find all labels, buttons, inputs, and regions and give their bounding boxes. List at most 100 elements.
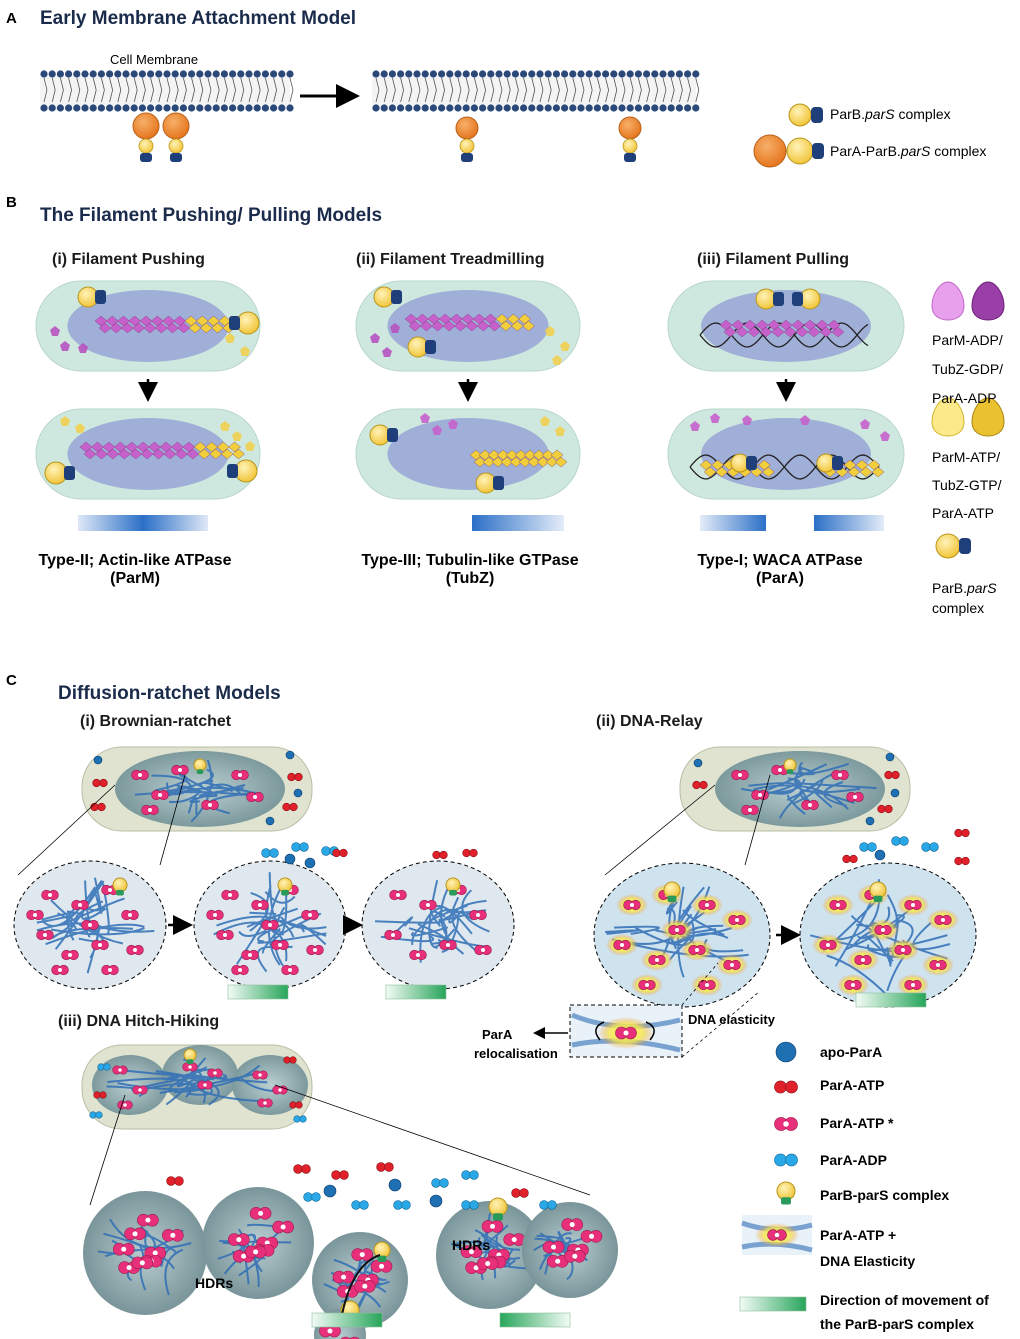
- zoom-circle-c2-1: [593, 862, 771, 1008]
- direction-arrow-b3-right: [814, 515, 884, 531]
- direction-arrow-c3-left: [311, 1312, 383, 1328]
- subpanel-b3-title: (iii) Filament Pulling: [697, 251, 849, 268]
- direction-arrow-c3-right: [499, 1312, 571, 1328]
- direction-arrow-b3-left: [700, 515, 766, 531]
- zoom-line-c2-right: [744, 774, 771, 866]
- cell-b3-top: [667, 280, 905, 372]
- legend-c-parb-pars: ParB-parS complex: [820, 1187, 950, 1203]
- para-parb-complex-right-1: [455, 116, 479, 162]
- parb-icon: [234, 459, 258, 483]
- legend-c-elasticity: ParA-ATP + DNA Elasticity: [820, 1227, 916, 1269]
- panel-c-title: Diffusion-ratchet Models: [58, 683, 281, 704]
- cell-c2-top: [679, 746, 911, 832]
- zoom-line-c3-left: [89, 1094, 126, 1206]
- dna-elasticity-inset: [569, 1004, 683, 1058]
- pars-icon: [229, 316, 240, 330]
- zoom-line-c3-right: [274, 1084, 591, 1196]
- panel-a-title: Early Membrane Attachment Model: [40, 8, 357, 29]
- panel-b-title: The Filament Pushing/ Pulling Models: [40, 205, 383, 226]
- cell-b2-top: [355, 280, 581, 372]
- legend-b-icons: [931, 281, 1005, 559]
- panel-c-letter: C: [6, 672, 17, 689]
- para-parb-complex-left-2: [162, 112, 190, 162]
- hdr-blob-2: [202, 1187, 314, 1299]
- parm-atp-dark-icon: [971, 397, 1005, 437]
- legend-b-parb: ParB.parS complex: [932, 580, 997, 616]
- zoom-line-c2-left: [604, 784, 716, 876]
- membrane-left: [40, 70, 294, 112]
- legend-c-icons: [739, 1041, 813, 1312]
- pars-icon: [773, 292, 784, 306]
- parm-atp-light-icon: [931, 397, 965, 437]
- para-parb-complex-left-1: [132, 112, 160, 162]
- zoom-line-c1-left: [17, 784, 116, 876]
- legend-a-item-1: ParB.parS complex: [830, 106, 951, 122]
- pars-icon: [425, 340, 436, 354]
- subpanel-c1-title: (i) Brownian-ratchet: [80, 713, 232, 730]
- subpanel-b2-title: (ii) Filament Treadmilling: [356, 251, 545, 268]
- inset-guide-2: [681, 990, 761, 1058]
- pars-icon: [64, 466, 75, 480]
- legend-a-item-2: ParA-ParB.parS complex: [830, 143, 987, 159]
- zoom-circle-c1-3: [361, 860, 515, 990]
- legend-c-apo-para: apo-ParA: [820, 1044, 883, 1060]
- panel-a-letter: A: [6, 10, 17, 27]
- cell-b2-bottom: [355, 408, 581, 500]
- membrane-right: [372, 70, 700, 112]
- direction-arrow-c2: [855, 992, 927, 1008]
- pars-icon: [391, 290, 402, 304]
- caption-b3: Type-I; WACA ATPase (ParA): [697, 552, 863, 587]
- direction-legend-icon: [739, 1296, 807, 1312]
- parm-adp-dark-icon: [971, 281, 1005, 321]
- cell-c1-top: [81, 746, 313, 832]
- dna-elasticity-label: DNA elasticity: [688, 1012, 775, 1027]
- pars-icon: [493, 476, 504, 490]
- parm-adp-light-icon: [931, 281, 965, 321]
- legend-c-para-atp-star: ParA-ATP *: [820, 1115, 894, 1131]
- panel-b-letter: B: [6, 194, 17, 211]
- caption-b2: Type-III; Tubulin-like GTPase (TubZ): [361, 552, 579, 587]
- legend-b-atp: ParM-ATP/ TubZ-GTP/ ParA-ATP: [932, 449, 1002, 521]
- panel-c-diagram: [13, 746, 977, 1339]
- subpanel-c3-title: (iii) DNA Hitch-Hiking: [58, 1013, 220, 1030]
- cell-membrane-label: Cell Membrane: [110, 52, 199, 67]
- para-relocalisation-label-2: relocalisation: [474, 1046, 558, 1061]
- direction-arrow-b1: [78, 515, 208, 531]
- cell-b1-bottom: [35, 408, 261, 500]
- cell-c3-top: [81, 1044, 313, 1130]
- panel-b-diagram: [35, 280, 905, 531]
- hdrs-label-left: HDRs: [195, 1275, 234, 1291]
- caption-b1: Type-II; Actin-like ATPase (ParM): [38, 552, 232, 587]
- elasticity-legend-icon: [741, 1215, 813, 1255]
- direction-arrow-c1-b: [385, 984, 447, 1000]
- hdr-blob-4: [436, 1201, 544, 1309]
- zoom-line-c1-right: [159, 774, 186, 866]
- zoom-circle-c1-2: [193, 860, 347, 990]
- para-parb-complex-right-2: [618, 116, 642, 162]
- direction-arrow-c1-a: [227, 984, 289, 1000]
- parb-pars-b-legend-icon: [935, 533, 971, 559]
- parb-pars-legend-icon: [788, 103, 823, 127]
- para-parb-pars-legend-icon: [753, 134, 824, 168]
- legend-c-para-adp: ParA-ADP: [820, 1152, 887, 1168]
- parb-icon: [236, 311, 260, 335]
- pars-icon: [746, 456, 757, 470]
- hdr-blob-1: [83, 1191, 207, 1315]
- pars-icon: [227, 464, 238, 478]
- subpanel-b1-title: (i) Filament Pushing: [52, 251, 205, 268]
- cell-b3-bottom: [667, 408, 905, 500]
- legend-c-para-atp: ParA-ATP: [820, 1077, 885, 1093]
- legend-c-direction: Direction of movement of the ParB-parS c…: [820, 1292, 989, 1332]
- pars-icon: [792, 292, 803, 306]
- zoom-circle-c2-2: [799, 862, 977, 1008]
- panel-a-diagram: [40, 70, 824, 168]
- pars-icon: [832, 456, 843, 470]
- legend-b-adp: ParM-ADP/ TubZ-GDP/ ParA-ADP: [932, 332, 1004, 406]
- direction-arrow-b2: [472, 515, 564, 531]
- para-relocalisation-label-1: ParA: [482, 1027, 513, 1042]
- pars-icon: [387, 428, 398, 442]
- cell-b1-top: [35, 280, 261, 372]
- hdrs-label-right: HDRs: [452, 1237, 491, 1253]
- hdr-blob-5: [522, 1202, 618, 1298]
- subpanel-c2-title: (ii) DNA-Relay: [596, 713, 703, 730]
